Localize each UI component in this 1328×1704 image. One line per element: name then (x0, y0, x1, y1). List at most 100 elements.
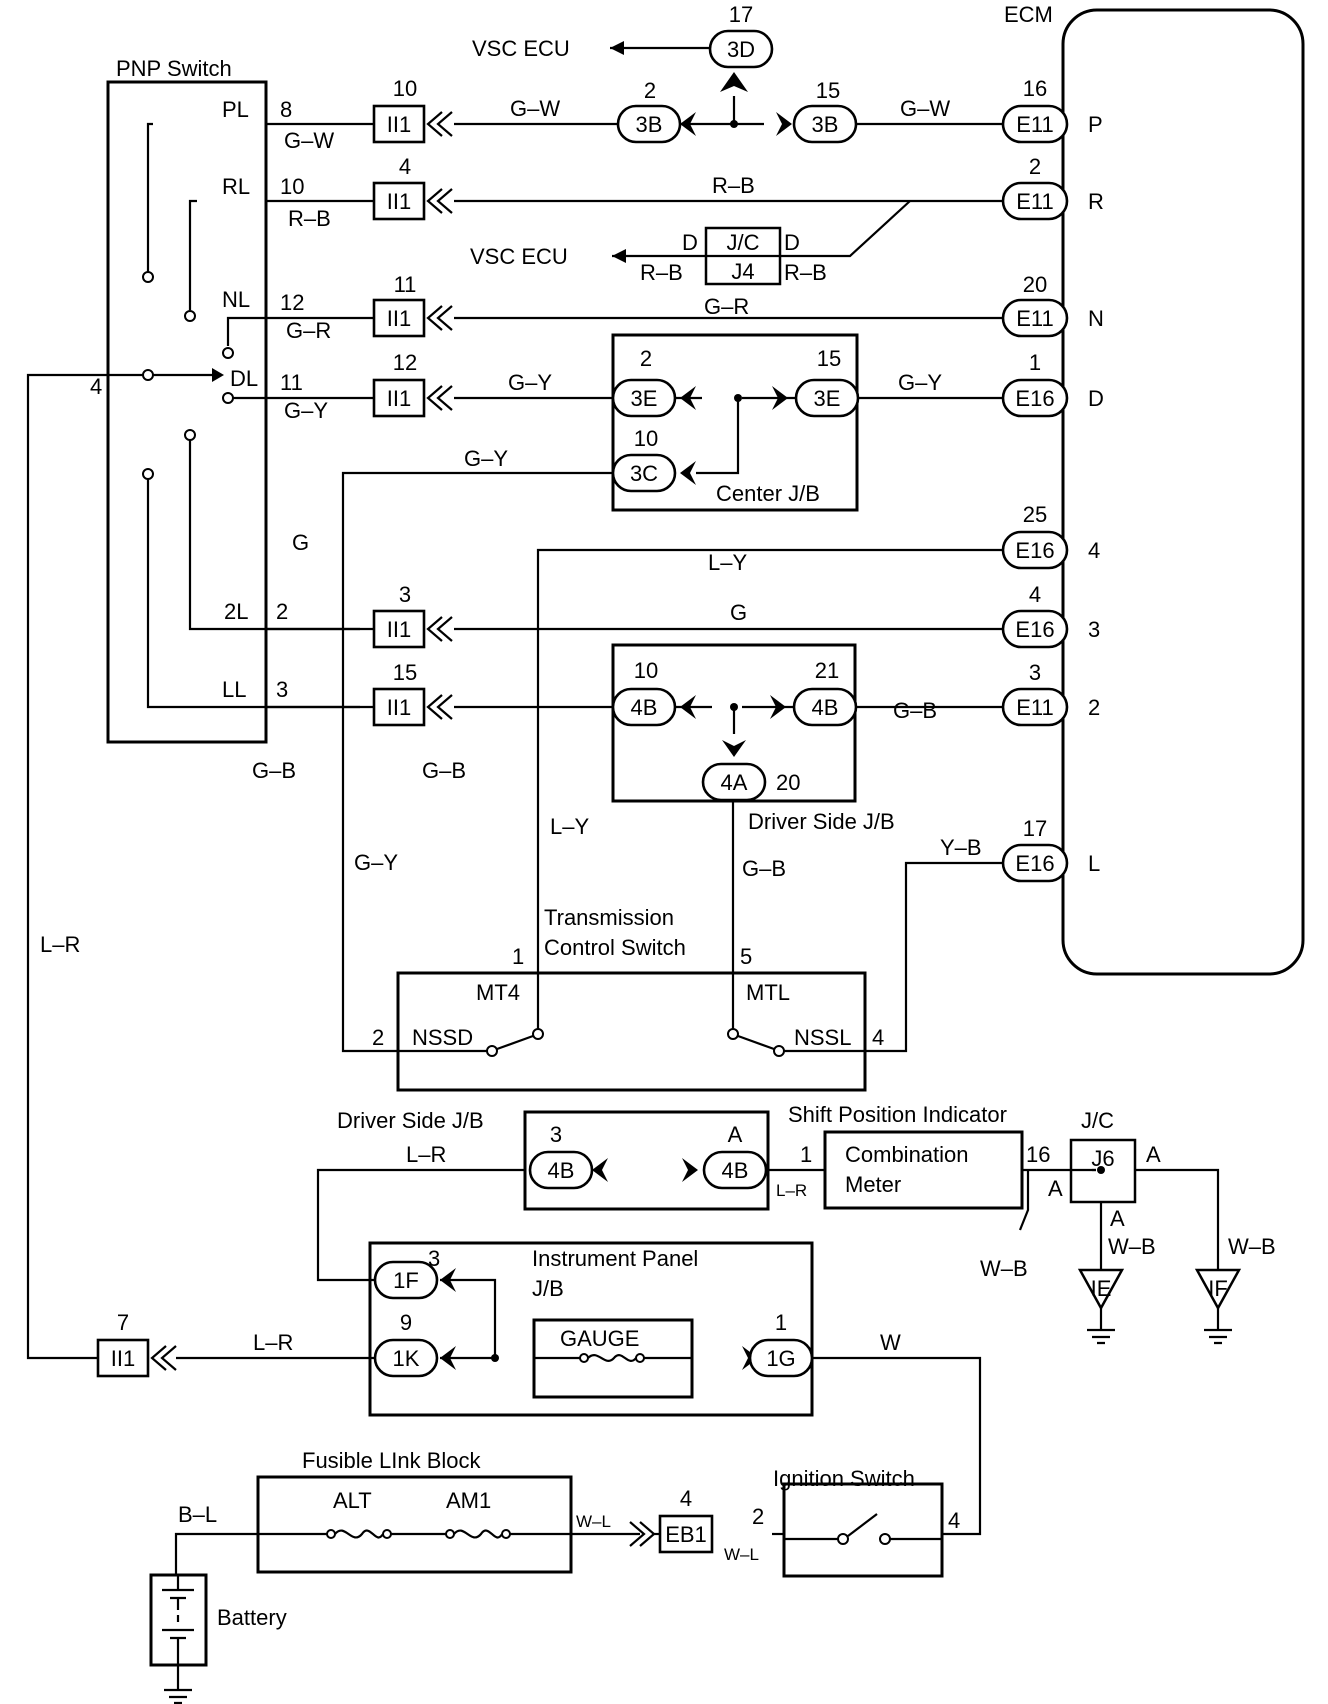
pin-4-eb1: 4 (680, 1486, 692, 1511)
conn-e11-p: E11 (1016, 112, 1054, 137)
pin-3-1f: 3 (428, 1246, 440, 1271)
ecm-box (1061, 8, 1305, 976)
wc-r-b-3: R–B (640, 260, 683, 285)
conn-3e-left: 3E (631, 386, 658, 411)
conn-4b-bottom-right: 4B (722, 1158, 749, 1183)
pin-7-ii1: 7 (117, 1310, 129, 1335)
ground-if-label: IF (1208, 1276, 1228, 1301)
ecm-term-p: P (1088, 112, 1103, 137)
wc-b-l: B–L (178, 1502, 217, 1527)
driver-side-jb-box-bottom (523, 1110, 770, 1211)
pin-2-e11: 2 (1029, 154, 1041, 179)
ecm-term-3: 3 (1088, 617, 1100, 642)
conn-e16-d: E16 (1015, 386, 1054, 411)
pin-10-dl: 12 (393, 350, 417, 375)
tcs-term-mtl: MTL (746, 980, 790, 1005)
pin-8-pnp: 10 (280, 174, 304, 199)
conn-4b-right: 4B (812, 695, 839, 720)
pin-9-1k: 9 (400, 1310, 412, 1335)
pin-20-4a: 20 (776, 770, 800, 795)
pin-11-3b: 15 (816, 78, 840, 103)
pin-a-j6-right: A (1146, 1142, 1161, 1167)
driver-side-jb-label-bottom: Driver Side J/B (337, 1108, 484, 1133)
wc-g-r-1: G–R (704, 294, 749, 319)
jc-j6-title: J/C (1081, 1108, 1114, 1133)
pin-9-pnp: 11 (280, 370, 303, 395)
wc-g-b-1: G–B (252, 758, 296, 783)
wc-w-l-1: W–L (576, 1512, 611, 1531)
pnp-term-ll: LL (222, 677, 246, 702)
pin-4-rl: 4 (399, 154, 411, 179)
conn-e11-r: E11 (1016, 189, 1054, 214)
pin-1-combo: 1 (800, 1142, 812, 1167)
combination-meter-label-2: Meter (845, 1172, 901, 1197)
pin-4-pnp-lr: 4 (90, 374, 102, 399)
conn-4a: 4A (721, 770, 748, 795)
fusible-link-block-box (256, 1475, 573, 1574)
wc-g-w-2: G–W (284, 128, 334, 153)
vsc-ecu-label-mid: VSC ECU (470, 244, 568, 269)
combination-meter-label-1: Combination (845, 1142, 969, 1167)
transmission-control-switch-box (396, 971, 867, 1092)
jc-j4-pin-right: D (784, 230, 800, 255)
pin-2-ign: 2 (752, 1504, 764, 1529)
pin-16-e16: 17 (1023, 816, 1047, 841)
wc-g-1: G (292, 530, 309, 555)
wc-w-b-2: W–B (1108, 1234, 1156, 1259)
conn-4b-left: 4B (631, 695, 658, 720)
pin-21-4b: 21 (815, 658, 839, 683)
junctions (491, 120, 1105, 1362)
ignition-switch-contact (784, 1513, 942, 1545)
wc-g-2: G (730, 600, 747, 625)
wc-l-r-4: L–R (253, 1330, 293, 1355)
pin-12-4b-bottom: A (728, 1122, 743, 1147)
ecm-label: ECM (1004, 2, 1053, 27)
ecm-term-d: D (1088, 386, 1104, 411)
wc-g-b-2: G–B (422, 758, 466, 783)
pin-17: 17 (729, 2, 753, 27)
ii1-label-lr: II1 (111, 1346, 135, 1371)
gauge-fuse (579, 1353, 645, 1363)
wc-g-r-2: G–R (286, 318, 331, 343)
fusible-link-block-label: Fusible LInk Block (302, 1448, 482, 1473)
round-connectors (373, 29, 1069, 1378)
ii1-label-rl: II1 (387, 189, 411, 214)
ignition-switch-box (782, 1482, 944, 1578)
pin-a-j6-bottom: A (1110, 1206, 1125, 1231)
conn-3e-right: 3E (814, 386, 841, 411)
pin-20-e11: 20 (1023, 272, 1047, 297)
conn-3c: 3C (630, 461, 658, 486)
pin-3-2l: 3 (399, 582, 411, 607)
jc-j4-connector (704, 226, 782, 286)
battery-label: Battery (217, 1605, 287, 1630)
pnp-term-pl: PL (222, 97, 249, 122)
pin-2-3e: 2 (640, 346, 652, 371)
conn-e16-4: E16 (1015, 538, 1054, 563)
wc-l-r-3: L–R (776, 1181, 807, 1200)
pin-3-4b-bottom: 3 (550, 1122, 562, 1147)
pnp-switch-label: PNP Switch (116, 56, 232, 81)
shift-position-indicator-label: Shift Position Indicator (788, 1102, 1007, 1127)
gauge-label: GAUGE (560, 1326, 639, 1351)
pin-8-4b: 10 (634, 658, 658, 683)
wc-r-b-4: R–B (784, 260, 827, 285)
instrument-panel-jb-box (368, 1241, 814, 1417)
conn-e16-3: E16 (1015, 617, 1054, 642)
wc-g-w-1: G–W (510, 96, 560, 121)
tcs-term-mt4: MT4 (476, 980, 520, 1005)
pin-3-pnp: 3 (276, 677, 288, 702)
ii1-connectors (96, 104, 453, 1378)
jc-j6-label: J6 (1091, 1146, 1114, 1171)
pnp-term-rl: RL (222, 174, 250, 199)
fusible-links (258, 1529, 571, 1539)
pnp-term-dl: DL (230, 366, 258, 391)
pnp-term-2l: 2L (224, 599, 248, 624)
pin-8-3c: 10 (634, 426, 658, 451)
conn-e11-2: E11 (1016, 695, 1054, 720)
pin-3-e11: 3 (1029, 660, 1041, 685)
wc-w-l-2: W–L (724, 1545, 759, 1564)
jc-j6-connector (1069, 1138, 1137, 1204)
pin-2-3b: 2 (644, 78, 656, 103)
alt-label: ALT (333, 1488, 372, 1513)
